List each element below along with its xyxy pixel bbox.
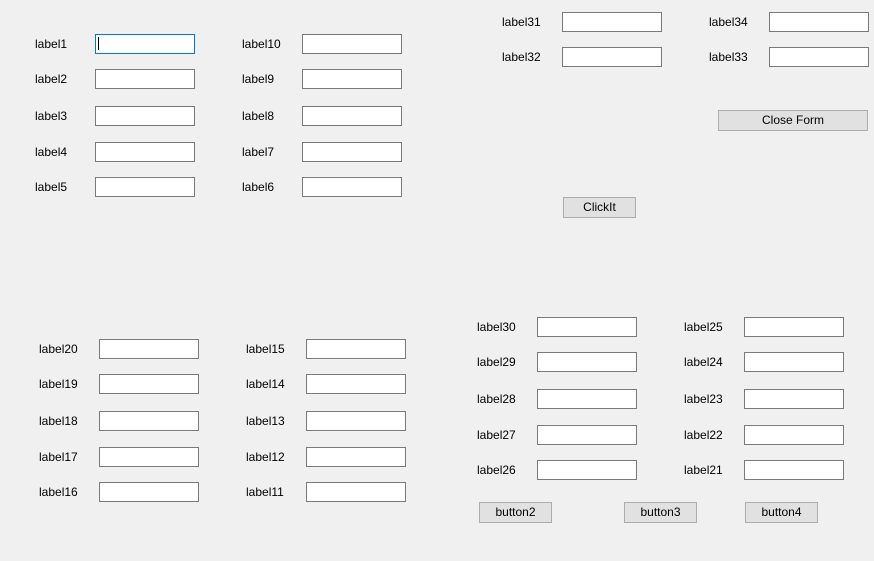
label-32: label32: [502, 50, 541, 64]
label-19: label19: [39, 377, 78, 391]
textbox-5[interactable]: [95, 177, 195, 197]
textbox-21[interactable]: [744, 460, 844, 480]
textbox-12[interactable]: [306, 447, 406, 467]
label-17: label17: [39, 450, 78, 464]
text-caret: [98, 37, 99, 50]
textbox-30[interactable]: [537, 317, 637, 337]
textbox-15[interactable]: [306, 339, 406, 359]
label-22: label22: [684, 428, 723, 442]
button-2[interactable]: button2: [479, 502, 552, 523]
textbox-18[interactable]: [99, 411, 199, 431]
textbox-3[interactable]: [95, 106, 195, 126]
label-34: label34: [709, 15, 748, 29]
label-4: label4: [35, 145, 68, 159]
label-2: label2: [35, 72, 68, 86]
textbox-14[interactable]: [306, 374, 406, 394]
textbox-8[interactable]: [302, 106, 402, 126]
label-9: label9: [242, 72, 275, 86]
label-31: label31: [502, 15, 541, 29]
textbox-11[interactable]: [306, 482, 406, 502]
label-8: label8: [242, 109, 275, 123]
label-20: label20: [39, 342, 78, 356]
label-25: label25: [684, 320, 723, 334]
textbox-31[interactable]: [562, 12, 662, 32]
textbox-33[interactable]: [769, 47, 869, 67]
textbox-2[interactable]: [95, 69, 195, 89]
label-33: label33: [709, 50, 748, 64]
label-26: label26: [477, 463, 516, 477]
label-16: label16: [39, 485, 78, 499]
label-29: label29: [477, 355, 516, 369]
textbox-29[interactable]: [537, 352, 637, 372]
textbox-26[interactable]: [537, 460, 637, 480]
textbox-25[interactable]: [744, 317, 844, 337]
textbox-16[interactable]: [99, 482, 199, 502]
label-30: label30: [477, 320, 516, 334]
label-14: label14: [246, 377, 285, 391]
label-11: label11: [246, 485, 284, 499]
label-12: label12: [246, 450, 285, 464]
textbox-7[interactable]: [302, 142, 402, 162]
label-15: label15: [246, 342, 285, 356]
label-13: label13: [246, 414, 285, 428]
label-27: label27: [477, 428, 516, 442]
textbox-6[interactable]: [302, 177, 402, 197]
textbox-22[interactable]: [744, 425, 844, 445]
click-it-button[interactable]: ClickIt: [563, 197, 636, 218]
label-7: label7: [242, 145, 275, 159]
label-24: label24: [684, 355, 723, 369]
textbox-19[interactable]: [99, 374, 199, 394]
textbox-17[interactable]: [99, 447, 199, 467]
textbox-34[interactable]: [769, 12, 869, 32]
close-form-button[interactable]: Close Form: [718, 110, 868, 131]
label-6: label6: [242, 180, 275, 194]
label-18: label18: [39, 414, 78, 428]
label-23: label23: [684, 392, 723, 406]
textbox-27[interactable]: [537, 425, 637, 445]
label-3: label3: [35, 109, 68, 123]
textbox-24[interactable]: [744, 352, 844, 372]
textbox-23[interactable]: [744, 389, 844, 409]
textbox-13[interactable]: [306, 411, 406, 431]
textbox-10[interactable]: [302, 34, 402, 54]
textbox-4[interactable]: [95, 142, 195, 162]
label-10: label10: [242, 37, 281, 51]
label-1: label1: [35, 37, 68, 51]
label-5: label5: [35, 180, 68, 194]
button-4[interactable]: button4: [745, 502, 818, 523]
label-28: label28: [477, 392, 516, 406]
textbox-28[interactable]: [537, 389, 637, 409]
label-21: label21: [684, 463, 723, 477]
textbox-32[interactable]: [562, 47, 662, 67]
textbox-20[interactable]: [99, 339, 199, 359]
textbox-1[interactable]: [95, 34, 195, 54]
textbox-9[interactable]: [302, 69, 402, 89]
button-3[interactable]: button3: [624, 502, 697, 523]
